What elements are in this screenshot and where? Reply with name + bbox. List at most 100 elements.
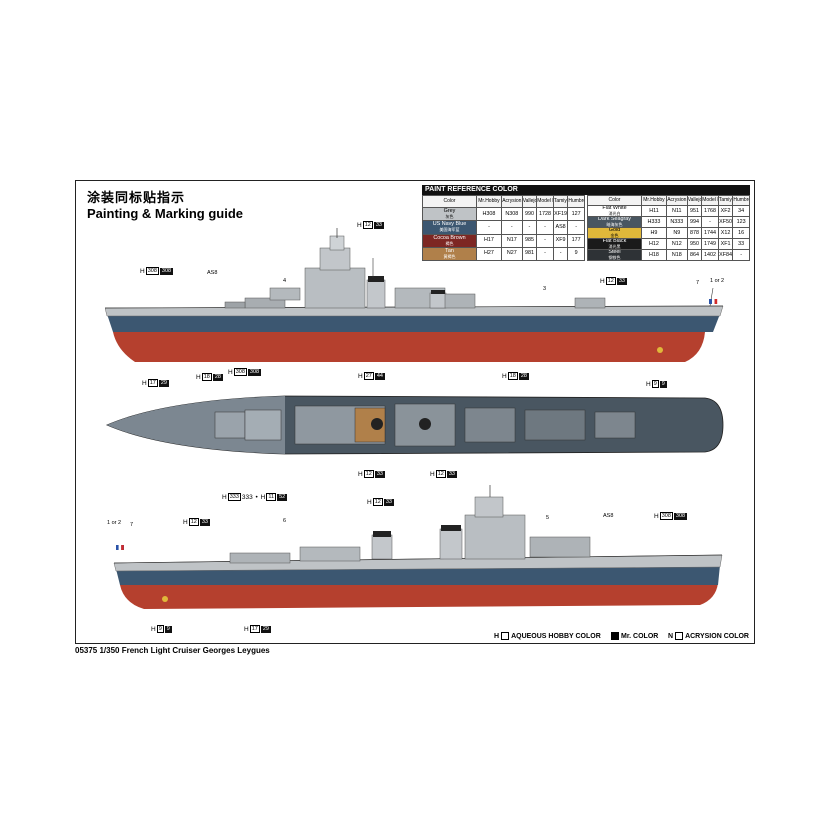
color-name: Cocoa Brown bbox=[433, 234, 466, 241]
paint-code-tamiya: XF50 bbox=[717, 216, 734, 228]
paint-code-humbrol: 16 bbox=[732, 227, 750, 239]
paint-code-mm: 1402 bbox=[701, 249, 719, 261]
color-name-cn: 灰色 bbox=[445, 214, 454, 220]
paint-code-h: H308 bbox=[476, 207, 502, 222]
paint-code-humbrol: 9 bbox=[567, 246, 585, 262]
paint-reference-table: PAINT REFERENCE COLOR Color Mr.Hobby Acr… bbox=[422, 185, 750, 262]
paint-code-vallejo: 990 bbox=[521, 207, 538, 222]
color-name: Grey bbox=[443, 208, 456, 215]
color-name: Tan bbox=[445, 247, 454, 254]
paint-code-mm: 1768 bbox=[701, 205, 719, 217]
paint-code-h: H333 bbox=[641, 216, 667, 228]
col-header: Acrysion bbox=[665, 195, 688, 206]
paint-code-vallejo: 994 bbox=[686, 216, 703, 228]
paint-code-humbrol: 33 bbox=[732, 238, 750, 250]
marker-1or2-top: 1 or 2 bbox=[710, 278, 725, 284]
col-header: Humbrol bbox=[567, 194, 585, 209]
col-header: Humbrol bbox=[732, 195, 750, 206]
empty-box-icon bbox=[675, 632, 684, 640]
paint-code-humbrol: 34 bbox=[732, 205, 750, 217]
color-name-cn: 消光黑 bbox=[608, 244, 621, 249]
paint-code-tamiya: XF2 bbox=[717, 205, 734, 217]
propeller-icon-b bbox=[162, 596, 168, 602]
color-name-cn: 金色 bbox=[610, 233, 619, 238]
marker-5: 5 bbox=[546, 515, 550, 521]
paint-code-n: N308 bbox=[500, 207, 523, 222]
col-header: Vallejo bbox=[521, 194, 538, 209]
palette-right: Color Mr.Hobby Acrysion Vallejo Model Ma… bbox=[587, 195, 750, 261]
color-name: Gold bbox=[608, 227, 621, 233]
hull-navy-band bbox=[107, 314, 720, 332]
color-name-cn: 褐色 bbox=[445, 240, 454, 246]
product-footer: 05375 1/350 French Light Cruiser Georges… bbox=[75, 646, 270, 655]
paint-code-humbrol: - bbox=[732, 249, 750, 261]
color-name-cn: 钢铁色 bbox=[608, 255, 621, 260]
color-name: US Navy Blue bbox=[432, 221, 467, 228]
marker-1or2-bottom: 1 or 2 bbox=[107, 520, 122, 526]
paint-code-n: N18 bbox=[665, 249, 688, 261]
paint-reference-title: PAINT REFERENCE COLOR bbox=[422, 185, 750, 195]
paint-code-mm: - bbox=[536, 220, 554, 235]
col-header: Model Master bbox=[701, 195, 719, 206]
col-header: Model Master bbox=[536, 194, 554, 209]
ship-deck-view bbox=[105, 395, 724, 455]
col-header: Mr.Hobby bbox=[641, 195, 667, 206]
paint-code-tamiya: XF19 bbox=[552, 207, 569, 222]
color-name-cn: 消光白 bbox=[608, 211, 621, 216]
paint-code-mm: 1728 bbox=[536, 207, 554, 222]
ship-side-view-port bbox=[105, 228, 724, 362]
ship-side-view-starboard bbox=[113, 485, 723, 609]
color-name: Dark Seagray bbox=[598, 216, 631, 222]
paint-code-mm: - bbox=[701, 216, 719, 228]
paint-code-mm: - bbox=[536, 246, 554, 262]
col-header: Color bbox=[422, 194, 477, 209]
title-chinese: 涂装同标贴指示 bbox=[87, 191, 186, 206]
paint-code-n: N333 bbox=[665, 216, 688, 228]
marker-7-top: 7 bbox=[696, 280, 700, 286]
col-header: Acrysion bbox=[500, 194, 523, 209]
paint-code-humbrol: 123 bbox=[732, 216, 750, 228]
hull-red-lower-b bbox=[120, 583, 718, 609]
legend-mr-color: Mr. COLOR bbox=[611, 632, 658, 640]
marker-4: 4 bbox=[283, 278, 287, 284]
paint-code-tamiya: - bbox=[552, 246, 569, 262]
col-header: Tamiya bbox=[552, 194, 569, 209]
col-header: Mr.Hobby bbox=[476, 194, 502, 209]
paint-code-n: N11 bbox=[665, 205, 688, 217]
paint-code-h: H18 bbox=[641, 249, 667, 261]
marker-as8-bottom: AS8 bbox=[603, 513, 614, 519]
marker-7-bottom: 7 bbox=[130, 522, 134, 528]
color-name-cn: 暗海灰色 bbox=[606, 222, 623, 227]
palette-left: Color Mr.Hobby Acrysion Vallejo Model Ma… bbox=[422, 194, 585, 262]
paint-code-n: N9 bbox=[665, 227, 688, 239]
marker-3: 3 bbox=[543, 286, 547, 292]
marker-as8-top: AS8 bbox=[207, 270, 218, 276]
paint-code-h: H11 bbox=[641, 205, 667, 217]
color-name: Steel bbox=[608, 249, 621, 255]
